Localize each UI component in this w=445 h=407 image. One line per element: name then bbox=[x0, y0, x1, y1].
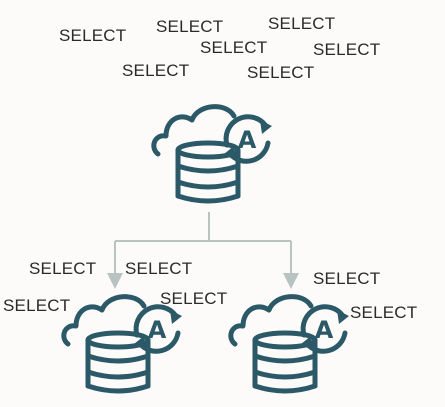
query-label: SELECT bbox=[156, 17, 224, 36]
query-label: SELECT bbox=[313, 269, 381, 288]
query-label: SELECT bbox=[200, 38, 268, 57]
query-label: SELECT bbox=[59, 26, 127, 45]
query-label: SELECT bbox=[268, 14, 336, 33]
query-label: SELECT bbox=[313, 40, 381, 59]
query-label: SELECT bbox=[160, 289, 228, 308]
query-label: SELECT bbox=[29, 259, 97, 278]
replica-database-node-right: A bbox=[225, 286, 355, 401]
query-label: SELECT bbox=[247, 63, 315, 82]
cloud-database-autonomous-icon: A bbox=[151, 104, 272, 204]
cloud-database-autonomous-icon: A bbox=[61, 294, 182, 394]
autonomous-badge: A bbox=[238, 126, 257, 154]
query-label: SELECT bbox=[3, 296, 71, 315]
primary-database-node: A bbox=[148, 96, 278, 211]
query-label: SELECT bbox=[122, 61, 190, 80]
replica-database-node-left: A bbox=[58, 286, 188, 401]
autonomous-badge: A bbox=[315, 316, 334, 344]
cloud-database-autonomous-icon: A bbox=[228, 294, 349, 394]
autonomous-badge: A bbox=[148, 316, 167, 344]
query-label: SELECT bbox=[350, 303, 418, 322]
query-label: SELECT bbox=[125, 259, 193, 278]
